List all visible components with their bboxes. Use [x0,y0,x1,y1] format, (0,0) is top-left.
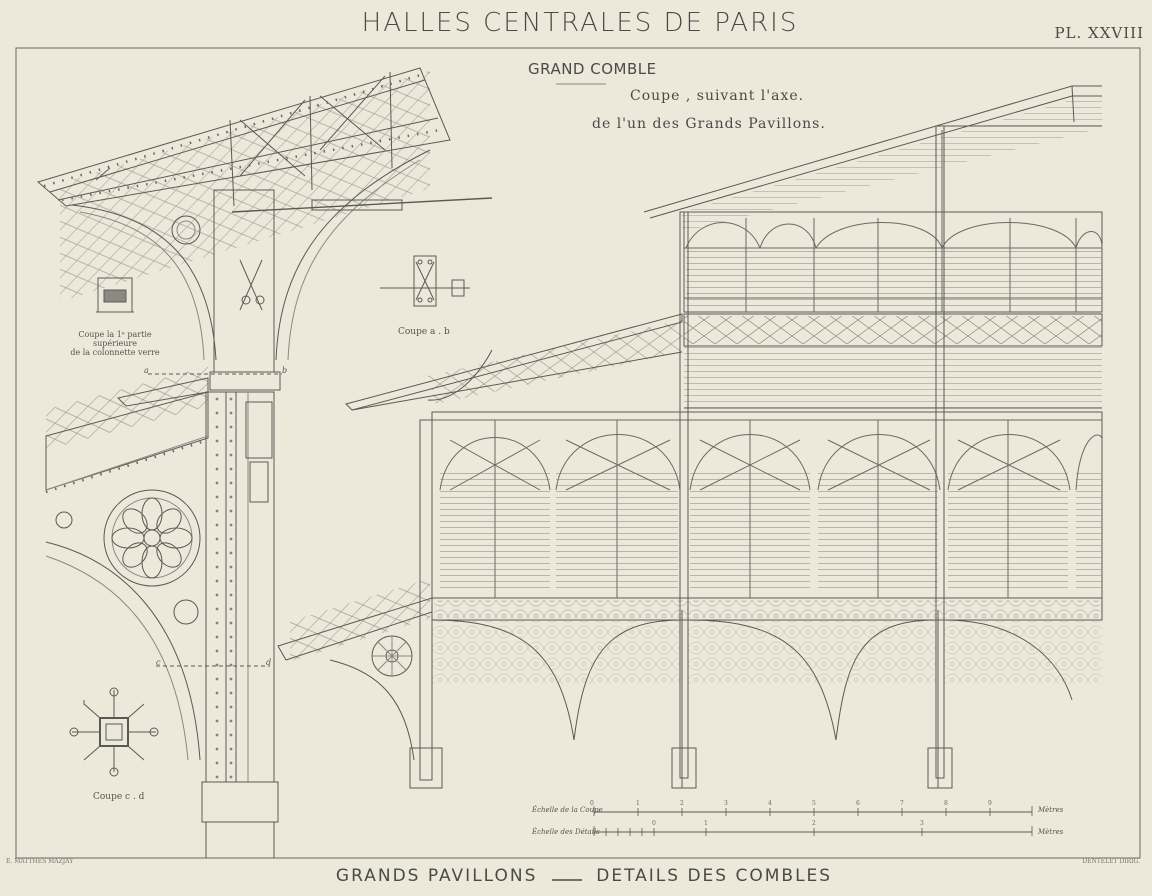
detail-caption-upper: Coupe la 1ᵉ partie supérieure de la colo… [70,330,160,357]
scale-1-tick-5: 5 [812,800,816,807]
scale-1-tick-4: 4 [768,800,772,807]
marker-b: b [282,366,288,375]
scale-2-tick-2: 2 [812,820,816,827]
scale-1-unit: Mètres [1038,806,1064,814]
scale-1-tick-3: 3 [724,800,728,807]
section-caption-line-1: Coupe , suivant l'axe. [630,88,805,104]
scale-1-tick-0: 0 [590,800,594,807]
plate-border [15,47,1141,859]
plate-subtitle: GRAND COMBLE [528,60,657,78]
column-detail [36,67,493,858]
scale-1-tick-9: 9 [988,800,992,807]
scale-2-tick-3: 3 [920,820,924,827]
scale-1-tick-6: 6 [856,800,860,807]
footer-title-right: DETAILS DES COMBLES [596,866,833,886]
scale-1-tick-1: 1 [636,800,640,807]
scale-2-label: Échelle des Détails [532,828,600,836]
director-credit: DENTELET DIRIG. [1082,858,1140,865]
plate-title: HALLES CENTRALES DE PARIS [361,8,799,38]
scale-1-label: Échelle de la Coupe [532,806,603,814]
section-ab-detail [380,255,470,307]
scale-1-tick-8: 8 [944,800,948,807]
scale-2-tick-0: 0 [652,820,656,827]
section-cd-detail [69,687,159,777]
scale-1-tick-2: 2 [680,800,684,807]
section-cd-caption: Coupe c . d [93,792,145,802]
profile-detail-top [96,277,134,313]
section-ab-caption: Coupe a . b [398,327,450,337]
hall-columns [409,125,953,789]
scale-bars [593,806,1033,836]
marker-a: a [144,366,149,375]
footer-title-left: GRANDS PAVILLONS [335,866,538,886]
scale-2-tick-1: 1 [704,820,708,827]
rosette-ornament [55,489,201,625]
pavilion-section [277,85,1103,789]
scale-1-tick-7: 7 [900,800,904,807]
section-caption-line-2: de l'un des Grands Pavillons. [592,116,826,132]
marker-d: d [266,658,272,667]
engraver-credit: E. MATTHES MAZJAY [6,858,74,865]
footer-title: GRANDS PAVILLONS DETAILS DES COMBLES [0,866,1152,886]
plate-number: PL. XXVIII [1054,24,1144,42]
marker-c: c [156,658,161,667]
scale-2-unit: Mètres [1038,828,1064,836]
